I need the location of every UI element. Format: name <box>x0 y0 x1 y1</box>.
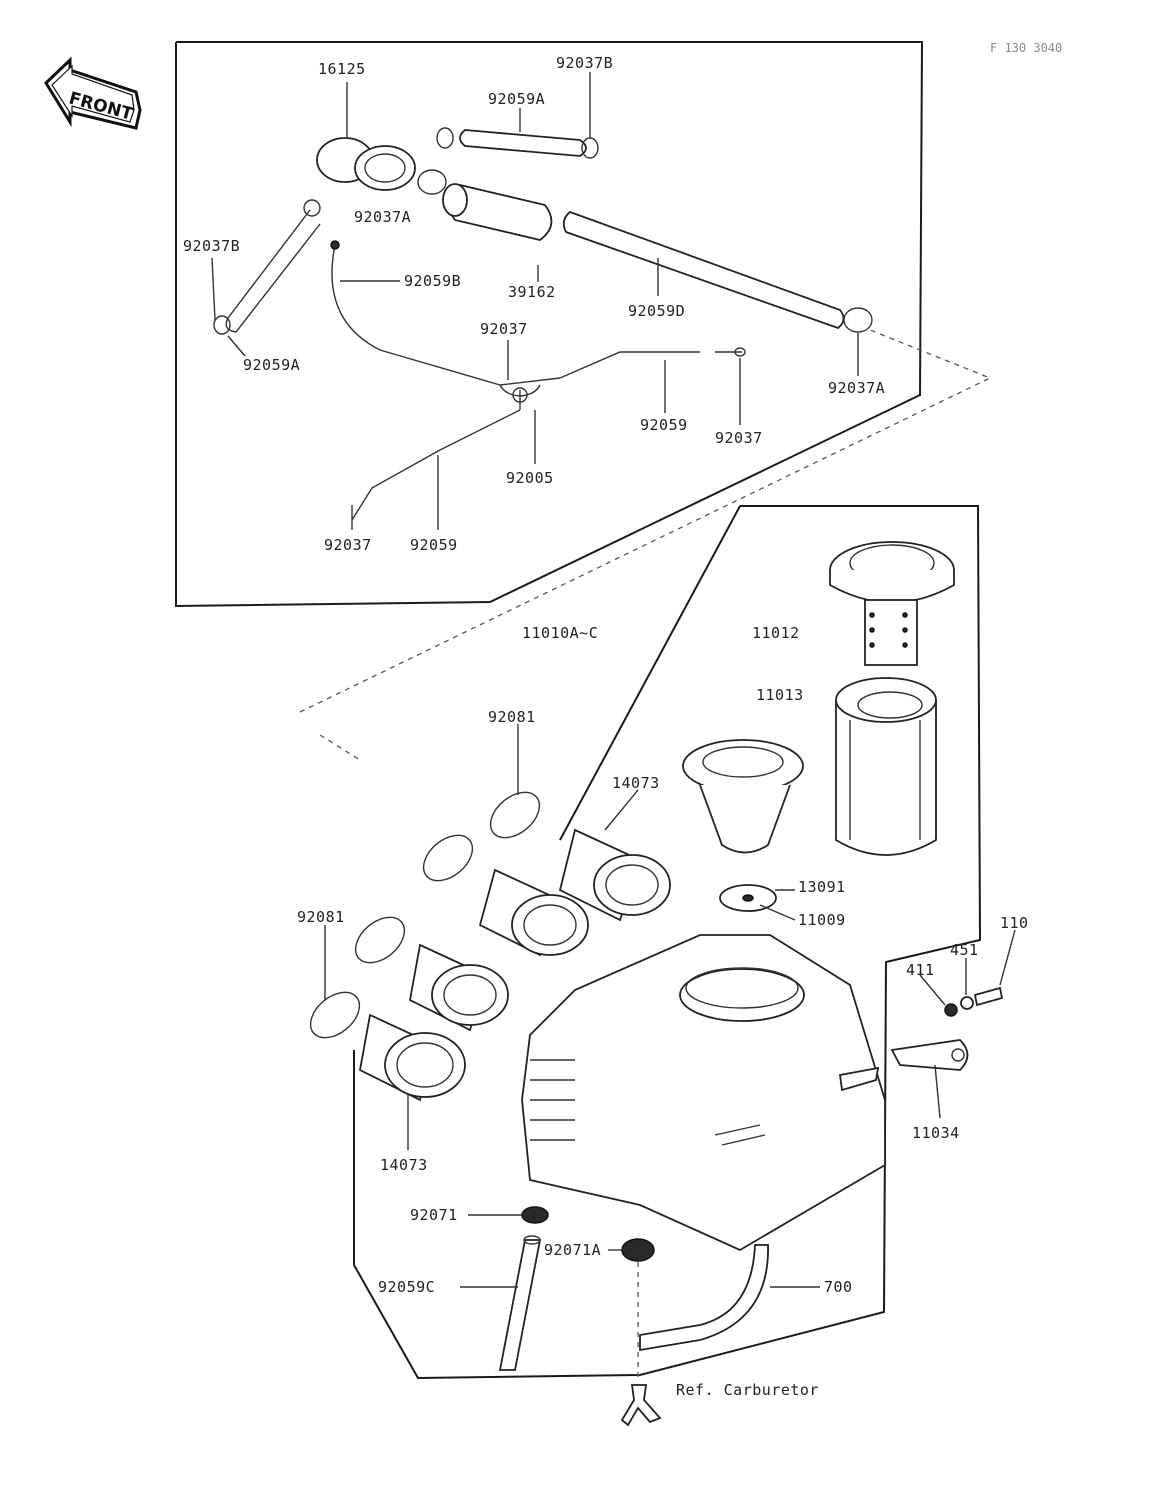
label-92059A-top: 92059A <box>488 90 545 108</box>
intake-ducts-14073 <box>358 828 671 1102</box>
label-110: 110 <box>1000 914 1029 932</box>
drain-cap-92071 <box>521 1206 549 1224</box>
label-92071: 92071 <box>410 1206 458 1224</box>
label-11009: 11009 <box>798 911 846 929</box>
front-arrow-icon: FRONT <box>44 56 142 130</box>
diagram-code: F 130 3040 <box>990 41 1062 55</box>
label-11013: 11013 <box>756 686 804 704</box>
leader-lines <box>211 72 1016 1288</box>
label-92037B-left: 92037B <box>183 237 240 255</box>
hose-92059A-left <box>213 199 321 335</box>
breather-cover-16125 <box>316 137 416 191</box>
tee-92005 <box>499 377 561 410</box>
label-92037A-right: 92037A <box>828 379 885 397</box>
element-cap-11012 <box>829 541 955 666</box>
label-700: 700 <box>824 1278 853 1296</box>
hose-92059D <box>562 210 873 333</box>
label-92059D: 92059D <box>628 302 685 320</box>
label-92037-low: 92037 <box>324 536 372 554</box>
label-451: 451 <box>950 941 979 959</box>
hose-92059-low <box>351 409 521 521</box>
label-39162: 39162 <box>508 283 556 301</box>
bolt-washers-110-451-411 <box>944 986 1004 1017</box>
separator-39162 <box>442 183 553 241</box>
label-92071A: 92071A <box>544 1241 601 1259</box>
label-16125: 16125 <box>318 60 366 78</box>
label-92037-right: 92037 <box>715 429 763 447</box>
label-92059-low: 92059 <box>410 536 458 554</box>
label-14073-low: 14073 <box>380 1156 428 1174</box>
hose-92059-mid <box>559 347 746 379</box>
label-92059-mid: 92059 <box>640 416 688 434</box>
clamp-92037A-upper <box>417 169 447 195</box>
label-92059C: 92059C <box>378 1278 435 1296</box>
label-92037B-top: 92037B <box>556 54 613 72</box>
label-11010: 11010A~C <box>522 624 598 642</box>
label-92037-mid: 92037 <box>480 320 528 338</box>
hose-92059B <box>330 240 501 386</box>
connector-lines <box>299 329 992 713</box>
part-labels: 16125 92037B 92059A 92037A 92037B 92059B… <box>183 54 1029 1399</box>
label-92081-left: 92081 <box>297 908 345 926</box>
air-cleaner-housing-11010 <box>521 934 886 1252</box>
label-13091: 13091 <box>798 878 846 896</box>
drain-cap-92071A <box>621 1238 655 1262</box>
label-11012: 11012 <box>752 624 800 642</box>
funnel-top <box>682 739 804 854</box>
label-14073-top: 14073 <box>612 774 660 792</box>
lower-assembly-frame <box>353 505 982 1380</box>
label-ref-carburetor: Ref. Carburetor <box>676 1381 819 1399</box>
label-11034: 11034 <box>912 1124 960 1142</box>
hose-92059A-top <box>459 129 587 157</box>
label-92005: 92005 <box>506 469 554 487</box>
label-92037A-upper: 92037A <box>354 208 411 226</box>
carburetor-fitting <box>620 1262 662 1427</box>
label-92059A-left: 92059A <box>243 356 300 374</box>
label-411: 411 <box>906 961 935 979</box>
o-rings-92081 <box>309 791 541 1039</box>
label-92081-top: 92081 <box>488 708 536 726</box>
upper-inset-frame <box>175 41 924 608</box>
label-92059B: 92059B <box>404 272 461 290</box>
bracket-11034 <box>890 1039 969 1071</box>
washer-11009 <box>719 884 777 912</box>
air-filter-element-11013 <box>835 677 937 856</box>
hose-700 <box>639 1244 769 1352</box>
hose-92059C <box>498 1235 542 1371</box>
